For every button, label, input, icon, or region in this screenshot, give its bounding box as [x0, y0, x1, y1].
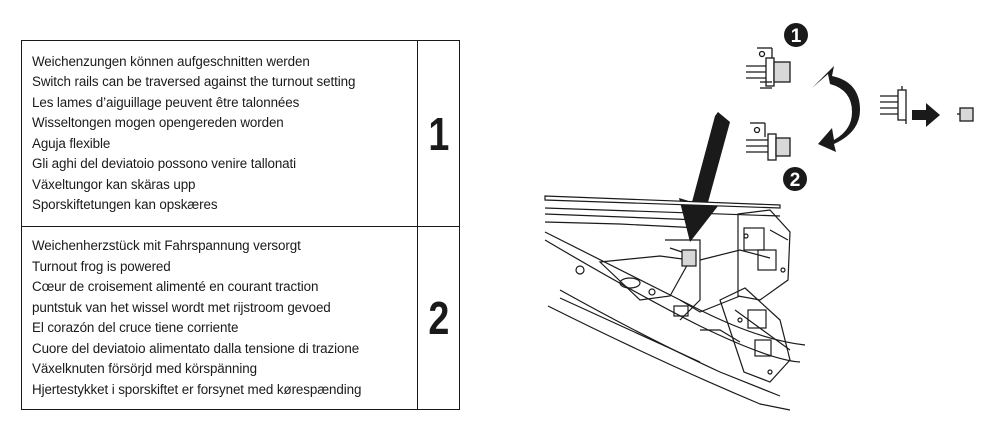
down-left-arrow-icon: [679, 112, 730, 242]
row-2-line: Cœur de croisement alimenté en courant t…: [32, 279, 319, 294]
connector-position-2: [746, 122, 791, 161]
row-1-line: Wisseltongen mogen opengereden worden: [32, 115, 284, 130]
row-2-line: Hjertestykket i sporskiftet er forsynet …: [32, 381, 362, 397]
turnout-track: [544, 195, 806, 411]
row-2-line: puntstuk van het wissel wordt met rijstr…: [32, 299, 331, 315]
row-1-line: Weichenzungen können aufgeschnitten werd…: [32, 53, 310, 69]
row-2-number: 2: [421, 226, 457, 410]
row-1-description: Weichenzungen können aufgeschnitten werd…: [20, 40, 419, 227]
row-2-line: Turnout frog is powered: [32, 258, 171, 274]
row-2-description: Weichenherzstück mit Fahrspannung versor…: [20, 226, 419, 410]
row-2-line: El corazón del cruce tiene corriente: [32, 320, 239, 335]
plug-piece: [957, 107, 974, 122]
badge-1: 1: [784, 23, 808, 47]
badge-2-label: 2: [790, 170, 801, 191]
row-1-line: Växeltungor kan skäras upp: [32, 176, 196, 192]
table-row: Weichenzungen können aufgeschnitten werd…: [20, 40, 460, 227]
badge-2: 2: [783, 167, 807, 191]
row-1-number: 1: [421, 40, 457, 227]
curved-rotate-arrow-icon: [812, 66, 860, 152]
turnout-illustration: 1 2: [544, 23, 974, 411]
connector-position-1: [746, 47, 791, 89]
row-1-line: Sporskiftetungen kan opskæres: [32, 197, 218, 212]
removed-connector: [880, 86, 907, 124]
table-row: Weichenherzstück mit Fahrspannung versor…: [20, 226, 460, 410]
row-2-line: Växelknuten försörjd med körspänning: [32, 361, 257, 376]
row-2-line: Cuore del deviatoio alimentato dalla ten…: [32, 340, 360, 356]
row-2-line: Weichenherzstück mit Fahrspannung versor…: [32, 238, 301, 253]
row-1-line: Gli aghi del deviatoio possono venire ta…: [32, 156, 297, 171]
badge-1-label: 1: [791, 26, 802, 47]
row-1-line: Switch rails can be traversed against th…: [32, 74, 356, 89]
right-arrow-icon: [912, 103, 940, 127]
row-1-line: Les lames d’aiguillage peuvent être talo…: [32, 94, 300, 110]
row-1-line: Aguja flexible: [32, 135, 111, 151]
settings-table: Weichenzungen können aufgeschnitten werd…: [20, 40, 460, 410]
